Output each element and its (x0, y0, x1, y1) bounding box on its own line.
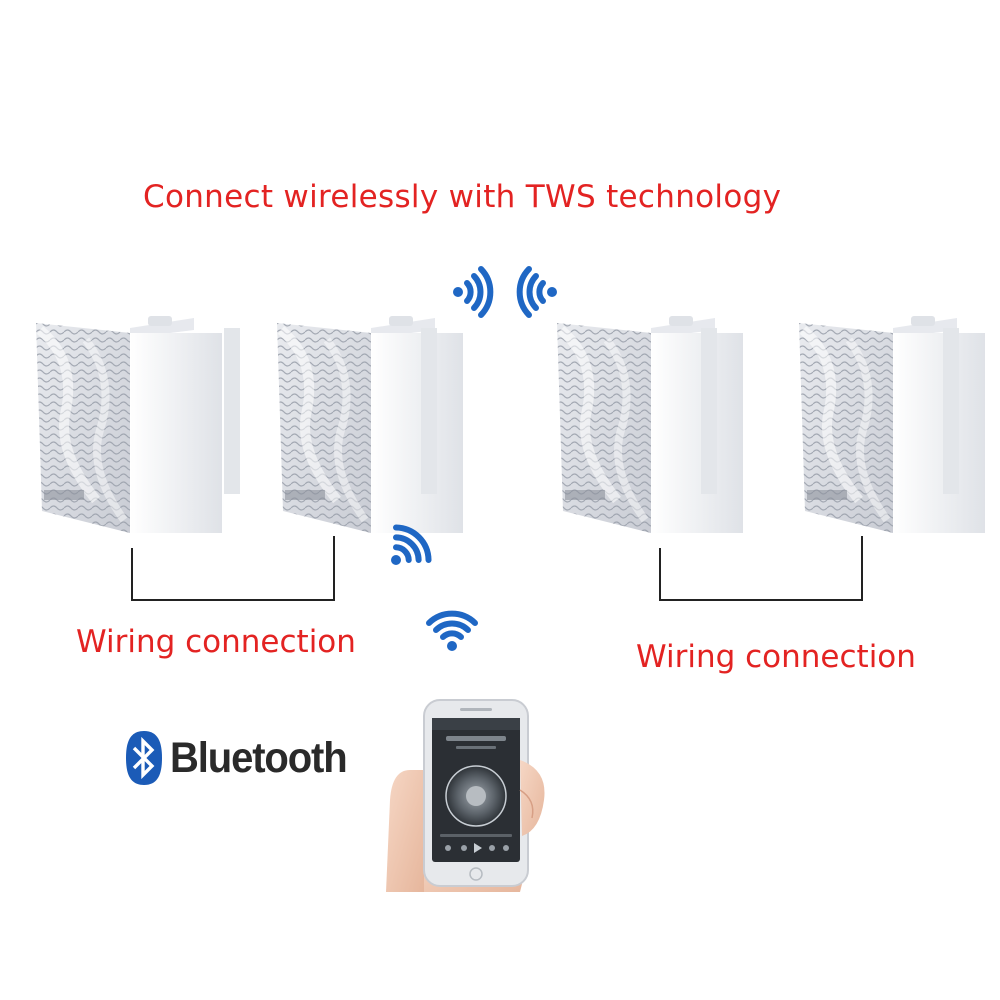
wifi-signal-icon (516, 266, 557, 318)
speaker-3 (557, 316, 743, 533)
speaker-2 (277, 316, 463, 533)
bluetooth-wordmark: Bluetooth (170, 733, 348, 782)
bluetooth-brand: Bluetooth (124, 730, 360, 786)
wiring-label-right: Wiring connection (636, 639, 916, 675)
speaker-1 (36, 316, 240, 533)
bluetooth-icon (126, 731, 162, 785)
smartphone-in-hand-icon (386, 699, 545, 892)
speaker-4 (799, 316, 985, 533)
wifi-signal-icon (391, 524, 432, 565)
wire-right (659, 536, 863, 601)
wire-left (131, 536, 335, 601)
wiring-label-left: Wiring connection (76, 624, 356, 660)
headline: Connect wirelessly with TWS technology (143, 179, 782, 215)
wifi-signal-icon (453, 266, 494, 318)
wifi-signal-icon (426, 610, 478, 651)
